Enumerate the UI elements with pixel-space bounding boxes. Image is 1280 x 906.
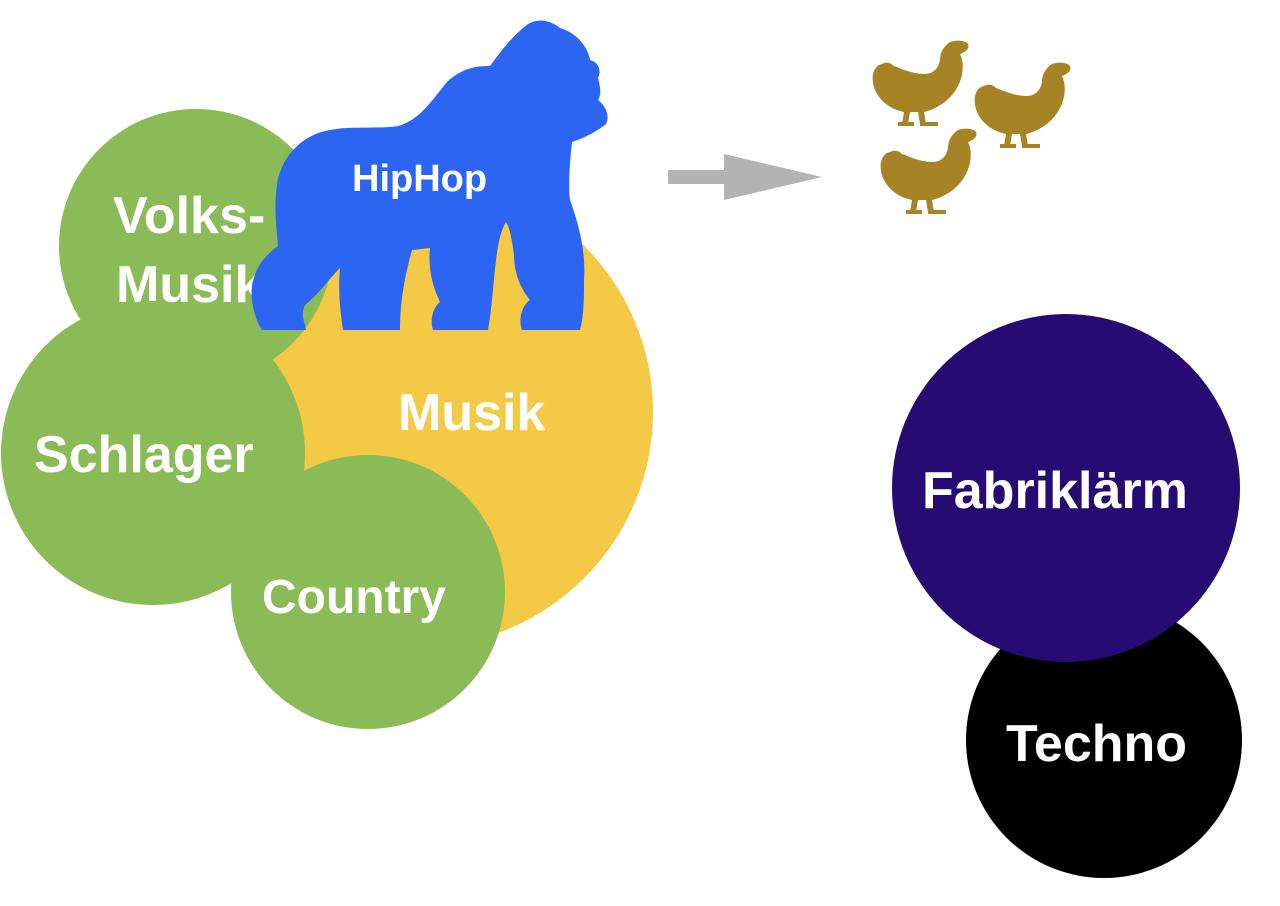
- hiphop-label: HipHop: [352, 158, 487, 200]
- schlager-label: Schlager: [34, 426, 254, 484]
- fabriklaerm-label: Fabriklärm: [922, 462, 1188, 520]
- arrow-right-icon: [668, 154, 822, 200]
- fabriklaerm-circle: [892, 314, 1240, 662]
- gorilla-icon: [251, 20, 608, 331]
- musik-label: Musik: [398, 384, 545, 442]
- techno-label: Techno: [1006, 715, 1187, 773]
- volksmusik-label-line1: Volks-: [113, 187, 265, 245]
- chicken-icon: [872, 40, 1071, 214]
- country-circle: [231, 455, 505, 729]
- country-label: Country: [262, 571, 446, 624]
- techno-circle: [966, 602, 1242, 878]
- schlager-circle: [1, 301, 305, 605]
